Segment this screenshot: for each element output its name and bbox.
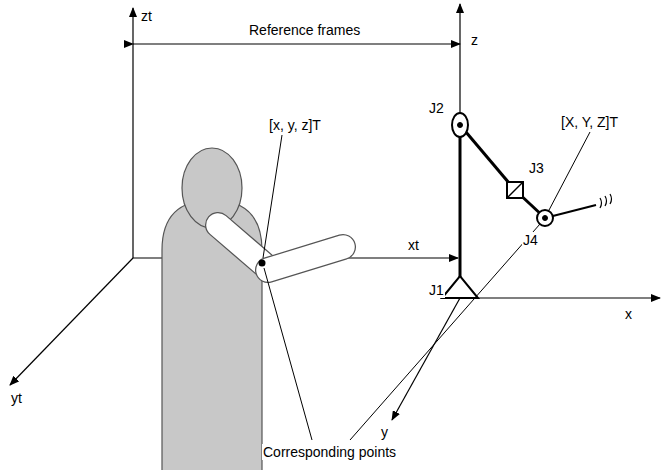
bracket (133, 43, 460, 44)
point-dot (259, 260, 266, 267)
leader-line (548, 132, 590, 212)
joint-label: J4 (522, 232, 539, 248)
joint-label: J1 (428, 282, 445, 298)
axis-label: zt (140, 8, 153, 24)
joint-j2 (452, 113, 468, 137)
forearm-outline (268, 247, 343, 270)
joint-label: J3 (528, 160, 545, 176)
joint-j1 (442, 276, 478, 298)
joint-j3-diag (507, 182, 523, 198)
yt-axis (10, 258, 133, 385)
leader-line (350, 224, 540, 440)
caption-label: Corresponding points (262, 444, 397, 460)
forearm (268, 247, 343, 270)
axis-label: x (624, 306, 633, 322)
joint-j4 (537, 210, 553, 226)
joint-j2-dot (458, 123, 463, 128)
leader-line (263, 135, 282, 258)
frames-title: Reference frames (248, 22, 361, 38)
x-axis (460, 297, 660, 298)
upper-arm (218, 225, 268, 268)
joint-label: J2 (428, 100, 445, 116)
point-label: [X, Y, Z]T (560, 114, 619, 130)
z-axis (459, 4, 460, 298)
y-axis (392, 298, 460, 420)
vibration-marks (600, 194, 612, 208)
axis-label: xt (407, 237, 420, 253)
robot-base-link (459, 125, 462, 278)
axis-label: yt (10, 390, 23, 406)
point-label: [x, y, z]T (268, 117, 322, 133)
upper-arm-outline (218, 225, 268, 268)
leader-line (264, 268, 312, 440)
zt-axis (132, 8, 133, 258)
axis-label: z (470, 32, 479, 48)
robot-link-1 (460, 125, 515, 190)
joint-j4-dot (543, 216, 548, 221)
joint-j3 (507, 182, 523, 198)
axis-label: y (380, 424, 389, 440)
